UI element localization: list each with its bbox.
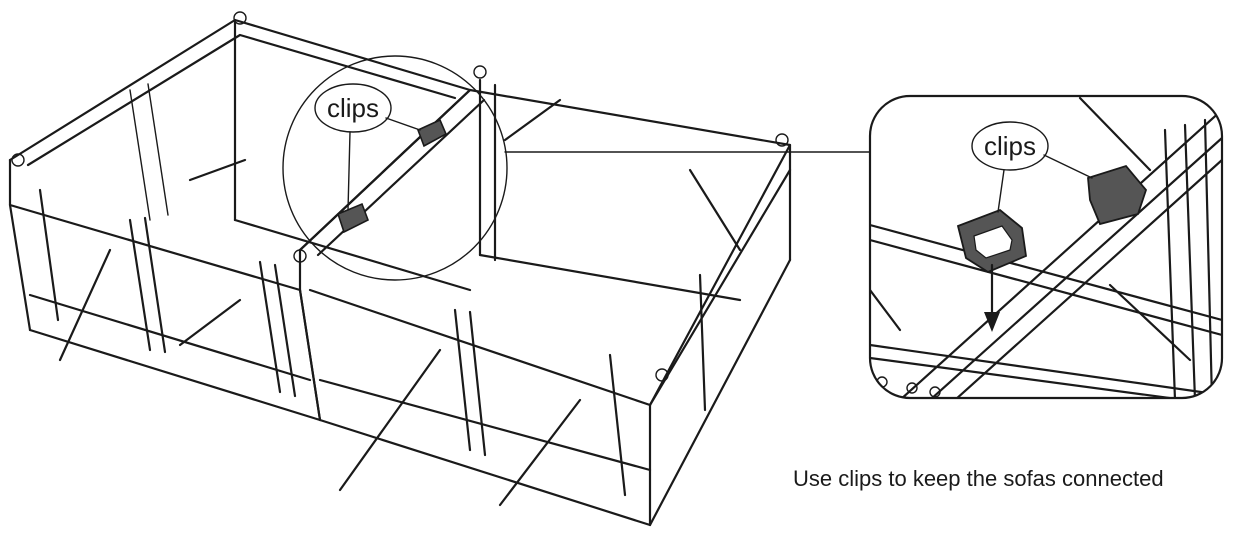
clip-lower — [337, 202, 370, 234]
clips-label-zoom: clips — [984, 131, 1036, 161]
instruction-text: Use clips to keep the sofas connected — [793, 466, 1164, 491]
sofa-frame-left — [8, 11, 792, 527]
clips-callout-zoom: clips — [971, 121, 1093, 213]
clip-upper — [416, 118, 448, 148]
zoom-detail-panel — [868, 94, 1224, 400]
magnifier-circle — [282, 55, 508, 281]
clips-label-main: clips — [327, 93, 379, 123]
clips-callout-main: clips — [314, 83, 421, 211]
